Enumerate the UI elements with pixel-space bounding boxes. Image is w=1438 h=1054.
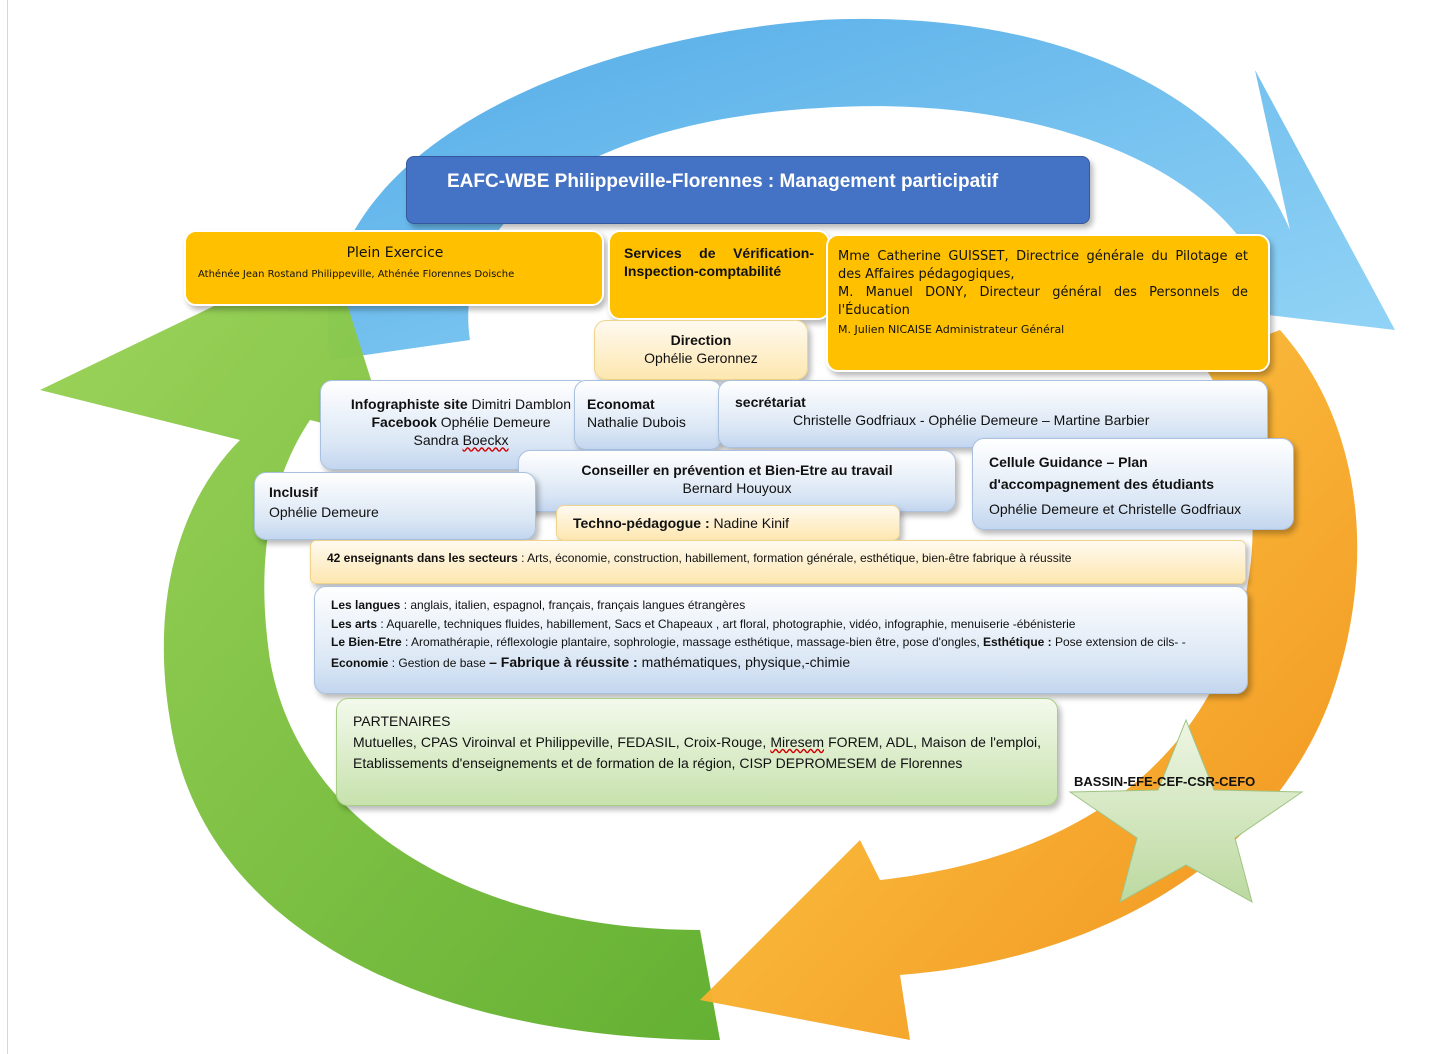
bienetre-label: Le Bien-Etre bbox=[331, 635, 402, 650]
economat-name: Nathalie Dubois bbox=[587, 414, 686, 431]
secretariat-heading: secrétariat bbox=[735, 394, 806, 410]
direction-heading: Direction bbox=[670, 332, 732, 348]
inclusif-heading: Inclusif bbox=[269, 484, 319, 500]
diagram-title: EAFC-WBE Philippeville-Florennes : Manag… bbox=[406, 156, 1090, 224]
techno-pedagogue-box: Techno-pédagogue : Nadine Kinif bbox=[556, 505, 900, 541]
infographiste-label: Infographiste site bbox=[350, 396, 468, 412]
conseiller-name: Bernard Houyoux bbox=[682, 480, 792, 497]
direction-name: Ophélie Geronnez bbox=[644, 350, 758, 367]
cellule-names: Ophélie Demeure et Christelle Godfriaux bbox=[989, 500, 1242, 517]
boeckx-name: Boeckx bbox=[462, 432, 509, 449]
green-cycle-arrow bbox=[40, 250, 720, 1040]
esthetique-text: Pose extension de cils- - bbox=[1051, 635, 1186, 650]
enseignants-heading: 42 enseignants dans les secteurs bbox=[327, 551, 518, 565]
enseignants-box: 42 enseignants dans les secteurs : Arts,… bbox=[310, 540, 1246, 584]
conseiller-heading: Conseiller en prévention et Bien-Etre au… bbox=[581, 462, 893, 478]
economat-heading: Economat bbox=[587, 396, 655, 412]
techno-name: Nadine Kinif bbox=[713, 515, 790, 531]
techno-heading: Techno-pédagogue : bbox=[573, 515, 710, 531]
arts-text: : Aquarelle, techniques fluides, habille… bbox=[377, 616, 1076, 631]
fabrique-label: – Fabrique à réussite : bbox=[489, 653, 638, 670]
partenaires-text-1: Mutuelles, CPAS Viroinval et Philippevil… bbox=[353, 734, 771, 750]
administrator-nicaise: M. Julien NICAISE Administrateur Général bbox=[838, 322, 1065, 336]
communication-box: Infographiste site Dimitri Damblon Faceb… bbox=[320, 380, 590, 470]
secretariat-names: Christelle Godfriaux - Ophélie Demeure –… bbox=[793, 412, 1150, 429]
secretariat-box: secrétariat Christelle Godfriaux - Ophél… bbox=[718, 380, 1268, 448]
partenaires-heading: PARTENAIRES bbox=[353, 713, 451, 729]
bienetre-text: : Aromathérapie, réflexologie plantaire,… bbox=[401, 635, 983, 650]
star-shape bbox=[1068, 718, 1304, 904]
arts-label: Les arts bbox=[331, 616, 378, 631]
direction-box: Direction Ophélie Geronnez bbox=[594, 320, 808, 380]
cellule-heading: Cellule Guidance – Plan d'accompagnement… bbox=[989, 454, 1215, 493]
director-guisset: Mme Catherine GUISSET, Directrice généra… bbox=[838, 249, 1248, 282]
economat-box: Economat Nathalie Dubois bbox=[574, 380, 722, 450]
cellule-guidance-box: Cellule Guidance – Plan d'accompagnement… bbox=[972, 438, 1294, 530]
partenaires-misspelled: Miresem bbox=[770, 734, 825, 750]
director-dony: M. Manuel DONY, Directeur général des Pe… bbox=[838, 284, 1248, 318]
services-box: Services de Vérification-Inspection-comp… bbox=[608, 230, 830, 320]
facebook-name: Ophélie Demeure bbox=[440, 414, 551, 431]
langues-label: Les langues bbox=[331, 598, 401, 612]
plein-exercice-heading: Plein Exercice bbox=[346, 245, 444, 261]
economie-label: Economie bbox=[331, 655, 389, 670]
inclusif-box: Inclusif Ophélie Demeure bbox=[254, 472, 536, 540]
partenaires-box: PARTENAIRES Mutuelles, CPAS Viroinval et… bbox=[336, 698, 1058, 806]
sandra-name: Sandra bbox=[413, 432, 463, 449]
directors-box: Mme Catherine GUISSET, Directrice généra… bbox=[826, 234, 1270, 372]
star-label: BASSIN-EFE-CEF-CSR-CEFO bbox=[1074, 774, 1256, 789]
plein-exercice-box: Plein Exercice Athénée Jean Rostand Phil… bbox=[184, 230, 604, 306]
inclusif-name: Ophélie Demeure bbox=[269, 504, 379, 521]
conseiller-box: Conseiller en prévention et Bien-Etre au… bbox=[518, 450, 956, 512]
page-edge-line bbox=[7, 0, 8, 1054]
services-text: Services de Vérification-Inspection-comp… bbox=[624, 245, 814, 280]
fabrique-text: mathématiques, physique,-chimie bbox=[637, 653, 851, 670]
langues-text: : anglais, italien, espagnol, français, … bbox=[400, 598, 746, 612]
partenaires-text-2: FOREM, ADL, Maison de l'emploi, Etabliss… bbox=[353, 734, 1041, 771]
plein-exercice-text: Athénée Jean Rostand Philippeville, Athé… bbox=[198, 269, 515, 281]
facebook-label: Facebook bbox=[371, 414, 437, 431]
infographiste-name: Dimitri Damblon bbox=[471, 396, 572, 412]
esthetique-label: Esthétique : bbox=[983, 635, 1052, 650]
enseignants-text: : Arts, économie, construction, habillem… bbox=[517, 551, 1072, 565]
economie-text: : Gestion de base bbox=[388, 655, 490, 670]
blue-cycle-arrow bbox=[327, 18, 1396, 361]
sections-box: Les langues : anglais, italien, espagnol… bbox=[314, 586, 1248, 694]
